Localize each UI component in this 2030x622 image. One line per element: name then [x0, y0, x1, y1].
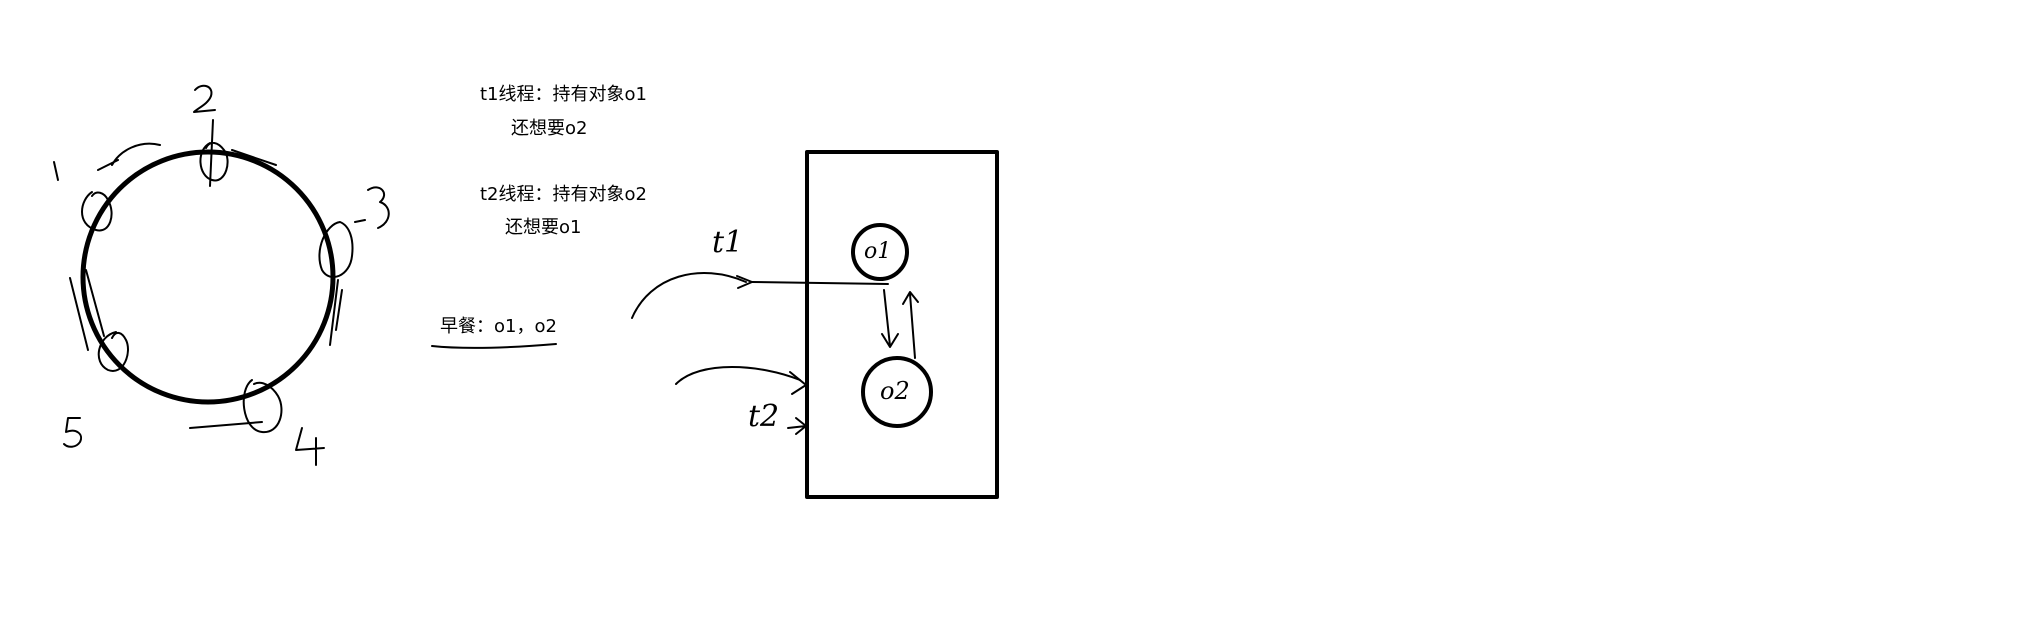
- fork-loop-1: [81, 142, 161, 232]
- note-breakfast: 早餐：o1，o2: [440, 316, 557, 337]
- seat-label-1: [53, 161, 59, 181]
- note-t1-holds: t1线程：持有对象o1: [480, 84, 647, 105]
- note-t2-holds: t2线程：持有对象o2: [480, 184, 647, 205]
- resource-container: [805, 150, 999, 499]
- table-circle: [80, 149, 336, 405]
- fork-loop-4: [189, 379, 283, 434]
- deadlock-box: [631, 150, 999, 499]
- seat-label-3: [367, 186, 390, 229]
- t1-curve: [631, 272, 747, 319]
- t2-lower-arrow: [787, 417, 807, 435]
- seat-label-2: [193, 84, 216, 113]
- philosophers-ring: [53, 84, 390, 466]
- thread-label-t2: t2: [748, 399, 780, 434]
- object-label-o1: o1: [864, 239, 892, 264]
- breakfast-underline: [431, 343, 557, 349]
- t2-arrowhead: [789, 371, 807, 395]
- fork-loop-2: [199, 119, 277, 187]
- note-t2-wants: 还想要o1: [505, 217, 582, 238]
- object-o1-circle: [851, 223, 909, 281]
- t1-request-line: [751, 281, 889, 285]
- thread-label-t1: t1: [712, 225, 744, 260]
- seat-label-4: [295, 427, 325, 466]
- o1-to-o2-arrow: [881, 289, 899, 348]
- fork-loop-5: [69, 269, 129, 372]
- seat-label-5: [63, 417, 82, 448]
- object-o2-circle: [861, 356, 933, 428]
- object-label-o2: o2: [880, 377, 910, 405]
- note-t1-wants: 还想要o2: [511, 118, 588, 139]
- o2-to-o1-arrow: [902, 291, 919, 359]
- fork-loop-3: [318, 219, 366, 346]
- t2-curve: [675, 366, 801, 385]
